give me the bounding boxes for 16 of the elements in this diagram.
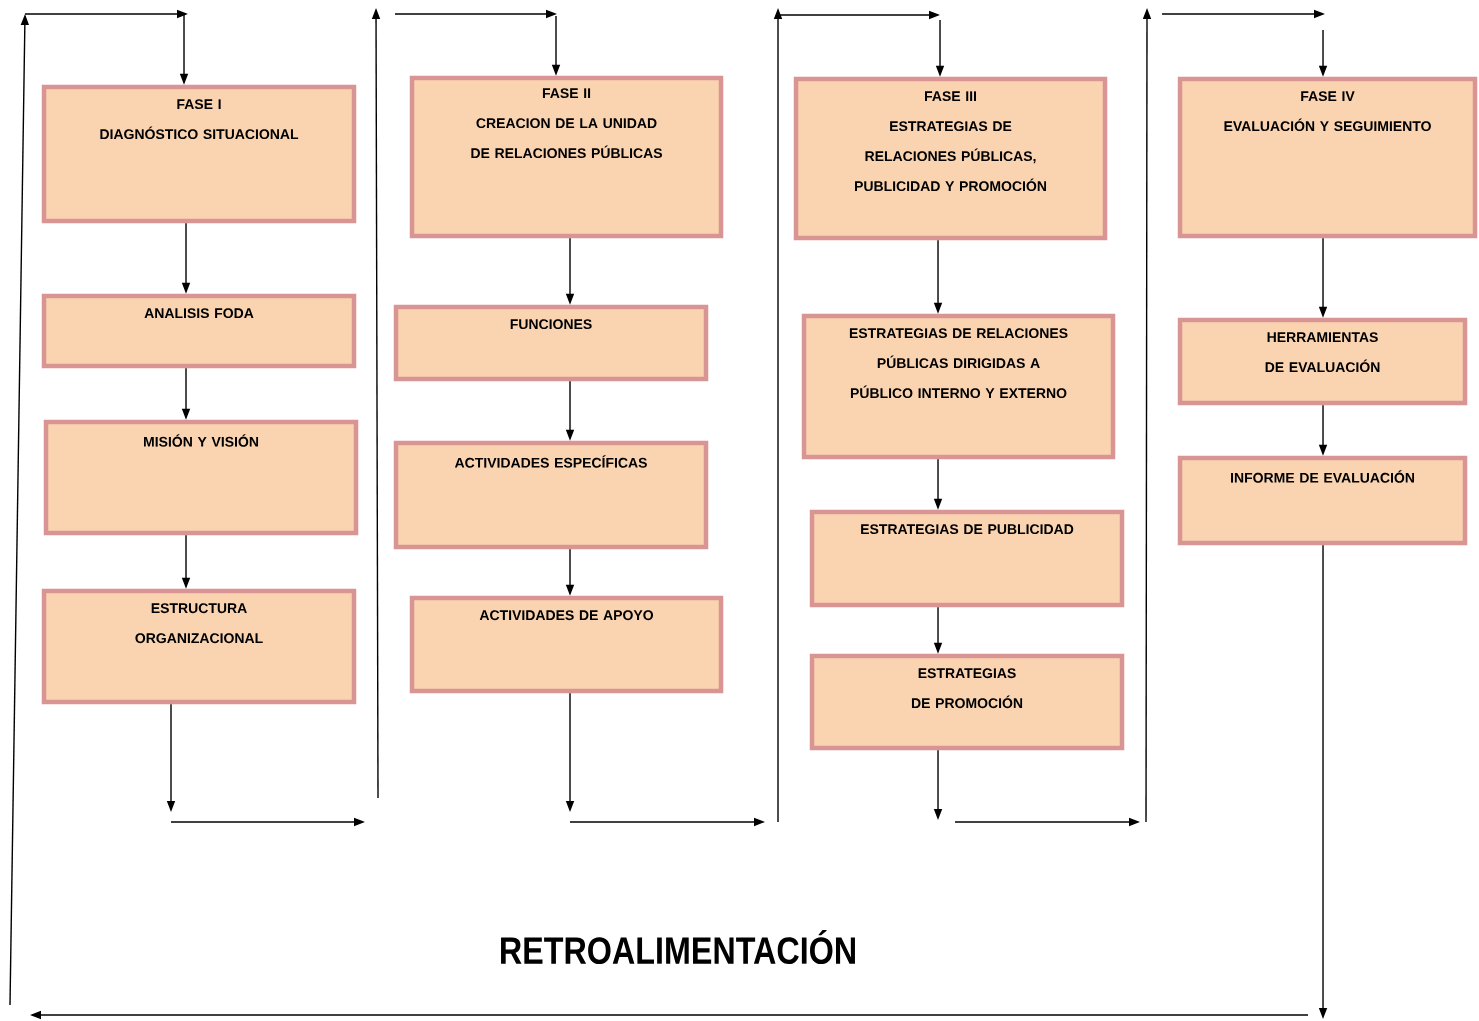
process-box: ACTIVIDADES DE APOYO	[409, 595, 724, 694]
process-box: ANALISIS FODA	[41, 293, 357, 369]
process-box: FASE III ESTRATEGIAS DE RELACIONES PÚBLICAS, PUBLICIDAD Y PROMOCIÓN	[793, 76, 1108, 241]
process-box: ESTRATEGIAS DE PUBLICIDAD	[809, 509, 1125, 608]
process-box: INFORME DE EVALUACIÓN	[1177, 455, 1468, 546]
process-box: ESTRATEGIAS DE PROMOCIÓN	[809, 653, 1125, 751]
process-box: ESTRATEGIAS DE RELACIONES PÚBLICAS DIRIGIDAS A PÚBLICO INTERNO Y EXTERNO	[801, 313, 1116, 460]
process-box: FASE II CREACION DE LA UNIDAD DE RELACIONES PÚBLICAS	[409, 75, 724, 239]
feedback-label: RETROALIMENTACIÓN	[501, 930, 855, 965]
process-box: ACTIVIDADES ESPECÍFICAS	[393, 440, 709, 550]
process-box: MISIÓN Y VISIÓN	[43, 419, 359, 536]
process-box: FASE IV EVALUACIÓN Y SEGUIMIENTO	[1177, 76, 1478, 239]
process-box: ESTRUCTURA ORGANIZACIONAL	[41, 588, 357, 705]
process-box: HERRAMIENTAS DE EVALUACIÓN	[1177, 317, 1468, 406]
process-box: FUNCIONES	[393, 304, 709, 382]
process-box: FASE I DIAGNÓSTICO SITUACIONAL	[41, 84, 357, 224]
